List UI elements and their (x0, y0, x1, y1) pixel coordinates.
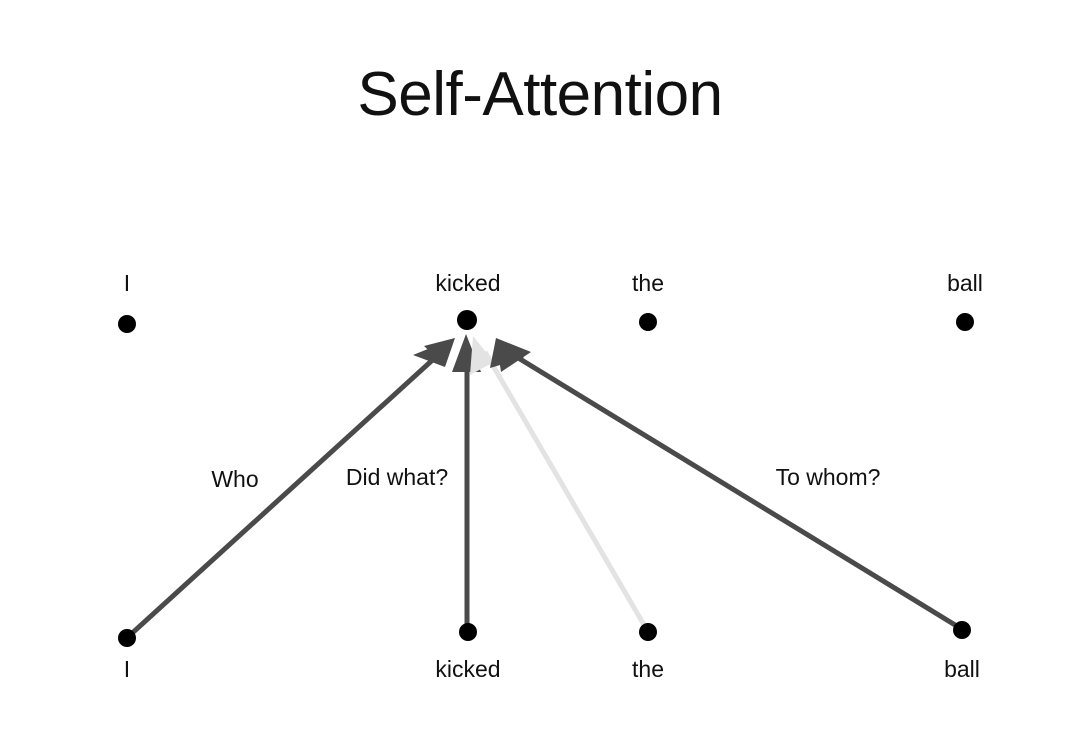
edge-i-to-kicked (127, 338, 455, 638)
node-top-kicked[interactable] (457, 310, 477, 330)
node-label-bottom-the: the (632, 656, 664, 682)
node-bottom-the[interactable] (639, 623, 657, 641)
node-label-bottom-ball: ball (944, 656, 980, 682)
arrowhead-i-wing (413, 338, 455, 367)
node-bottom-kicked[interactable] (459, 623, 477, 641)
node-bottom-i[interactable] (118, 629, 136, 647)
edge-ball-to-kicked (490, 338, 962, 631)
node-label-top-ball: ball (947, 270, 983, 296)
node-label-bottom-kicked: kicked (435, 656, 501, 682)
node-top-ball[interactable] (956, 313, 974, 331)
edge-label-to-whom: To whom? (775, 464, 881, 490)
edge-kicked-to-kicked (452, 334, 481, 630)
arrowhead-ball-wing (496, 338, 531, 372)
edge-line-the (482, 350, 650, 632)
page-title: Self-Attention (357, 60, 723, 129)
node-top-the[interactable] (639, 313, 657, 331)
node-top-i[interactable] (118, 315, 136, 333)
node-label-top-kicked: kicked (435, 270, 501, 296)
edge-label-did-what: Did what? (345, 464, 449, 490)
node-label-top-the: the (632, 270, 664, 296)
edge-label-who: Who (211, 466, 259, 492)
node-bottom-ball[interactable] (953, 621, 971, 639)
edge-line-i (127, 343, 451, 638)
edge-line-ball (500, 345, 962, 631)
node-label-top-i: I (123, 270, 131, 296)
edge-the-to-kicked (470, 336, 650, 632)
arrowhead-the (470, 336, 494, 375)
node-label-bottom-i: I (123, 656, 131, 682)
